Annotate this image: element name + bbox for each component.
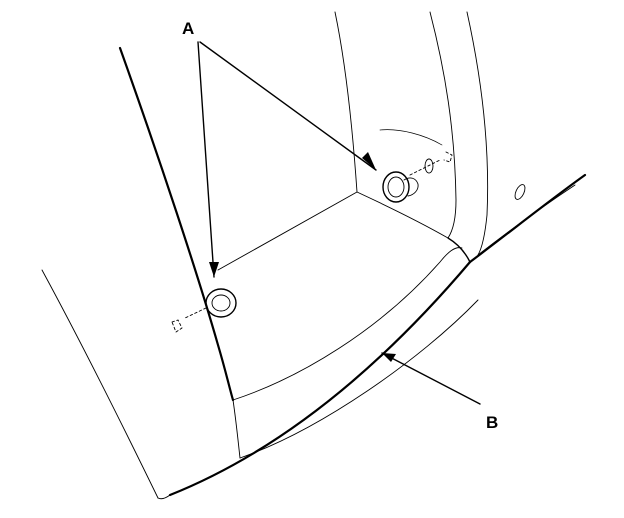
body-far-left-lower bbox=[157, 494, 171, 500]
body-far-left-edge bbox=[41, 269, 159, 499]
panel-upper-edge-2 bbox=[429, 11, 457, 239]
panel-upper-edge-3 bbox=[466, 11, 489, 256]
recess-floor-front bbox=[356, 191, 449, 239]
bumper-corner-edge bbox=[232, 399, 241, 459]
mounting-hole bbox=[514, 184, 526, 200]
bumper-ledge-inner bbox=[232, 247, 463, 401]
bumper-front-contour bbox=[168, 260, 472, 497]
panel-upper-edge-1 bbox=[334, 11, 358, 193]
recess-back-line bbox=[217, 191, 358, 271]
callout-a-label: A bbox=[182, 19, 195, 38]
leader-a bbox=[197, 41, 377, 278]
body-left-contour bbox=[118, 46, 235, 402]
callout-b-label: B bbox=[486, 413, 499, 432]
bumper-bottom-edge bbox=[239, 299, 479, 459]
panel-curve-hint bbox=[379, 129, 443, 146]
clip-upper bbox=[382, 151, 453, 203]
leader-b bbox=[381, 352, 481, 405]
bumper-ledge-top bbox=[447, 237, 471, 263]
bumper-lower-inner bbox=[477, 184, 576, 256]
clip-lower bbox=[171, 288, 237, 333]
